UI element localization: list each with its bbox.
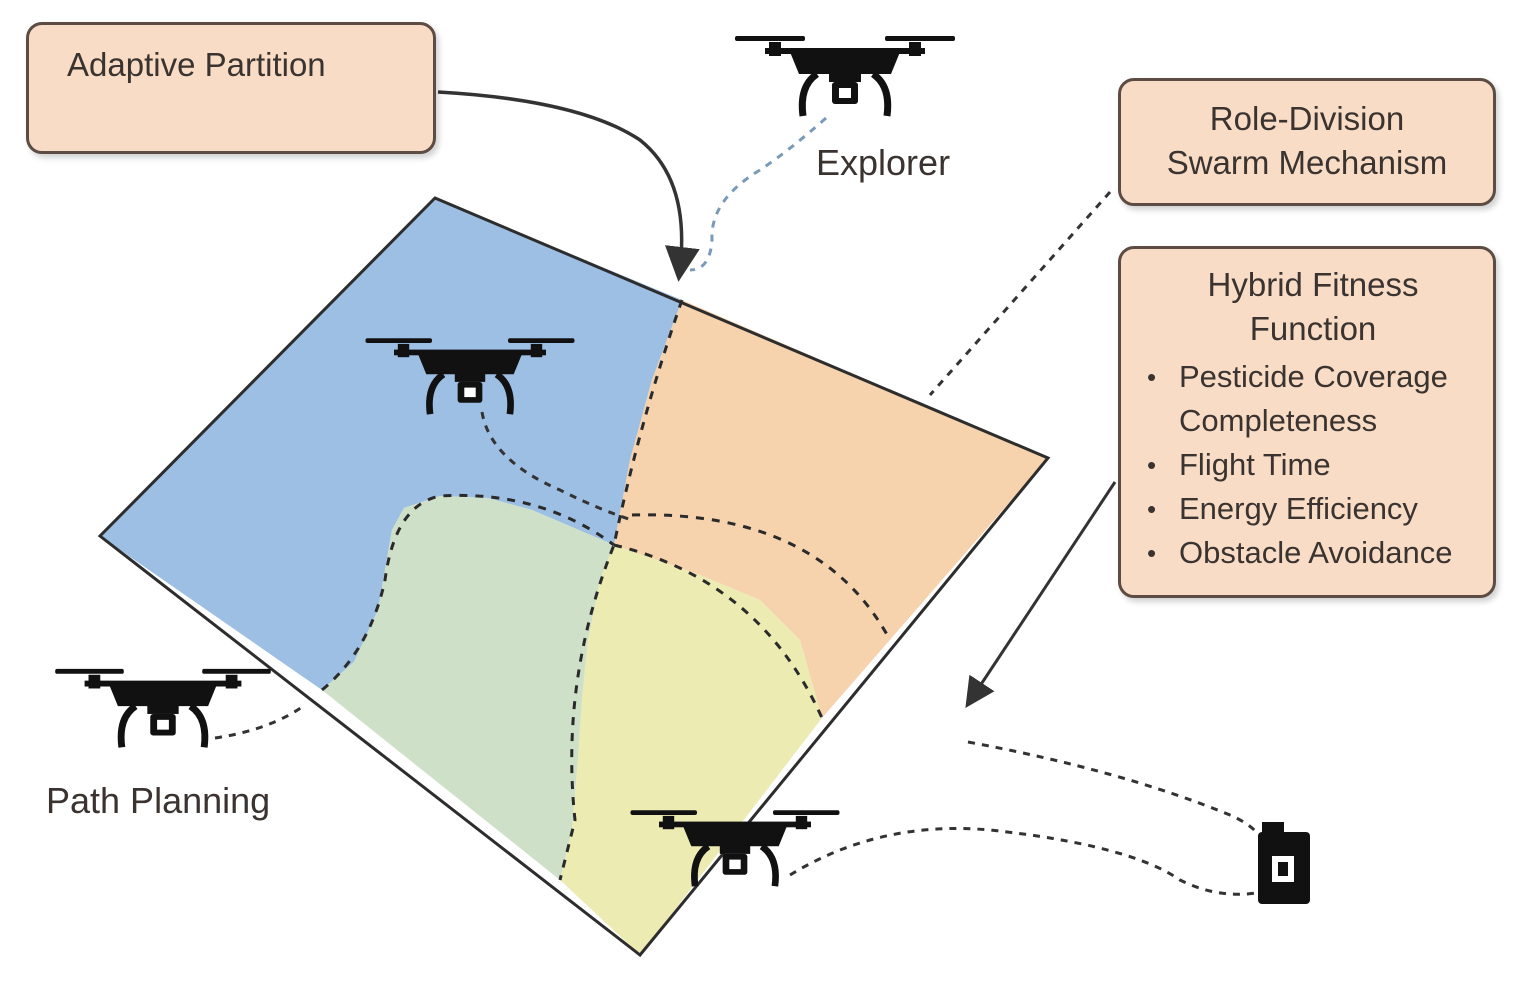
zone-yellow [560, 545, 822, 955]
metric-item: Flight Time [1141, 443, 1485, 487]
partition-line-vertical [558, 299, 684, 881]
drone-icon [55, 669, 271, 747]
metric-label: Energy Efficiency [1179, 491, 1418, 526]
battery-icon [1258, 822, 1310, 904]
zone-blue [100, 198, 682, 690]
field-outline [97, 196, 1051, 958]
metric-item: Obstacle Avoidance [1141, 531, 1485, 575]
fitness-metrics-list: Pesticide Coverage Completeness Flight T… [1141, 355, 1485, 575]
hybrid-fitness-box: Hybrid Fitness Function Pesticide Covera… [1118, 246, 1496, 598]
adaptive-partition-box: Adaptive Partition [26, 22, 436, 154]
metric-item: Pesticide Coverage Completeness [1141, 355, 1485, 443]
fitness-return-path [967, 740, 1264, 841]
zone-green [322, 496, 614, 880]
role-division-connector [928, 191, 1112, 396]
partition-line-arc-1 [613, 543, 824, 719]
role-division-line2: Swarm Mechanism [1166, 144, 1448, 181]
metric-label: Pesticide Coverage [1179, 359, 1448, 394]
hybrid-fitness-title-line2: Function [1249, 310, 1377, 347]
explorer-path [689, 116, 827, 272]
metric-label-cont: Completeness [1179, 403, 1378, 438]
hybrid-fitness-title-line1: Hybrid Fitness [1207, 266, 1419, 303]
zone-drone-path [480, 411, 633, 522]
partition-line-arc-2 [631, 513, 892, 641]
explorer-label: Explorer [816, 142, 951, 183]
path-planning-path [214, 703, 306, 740]
metric-label: Obstacle Avoidance [1179, 535, 1453, 570]
field-map [97, 196, 1051, 958]
partition-arrow [437, 90, 700, 282]
path-planning-label: Path Planning [46, 780, 271, 821]
role-division-line1: Role-Division [1209, 100, 1405, 137]
bottom-drone-path [789, 826, 1263, 896]
drone-icon [735, 36, 955, 116]
partition-line-curve-left [321, 493, 615, 692]
zone-orange [614, 300, 1048, 718]
role-division-box: Role-Division Swarm Mechanism [1118, 78, 1496, 206]
adaptive-partition-label: Adaptive Partition [67, 46, 326, 83]
metric-label: Flight Time [1179, 447, 1331, 482]
fitness-arrow [965, 481, 1117, 709]
metric-item: Energy Efficiency [1141, 487, 1485, 531]
